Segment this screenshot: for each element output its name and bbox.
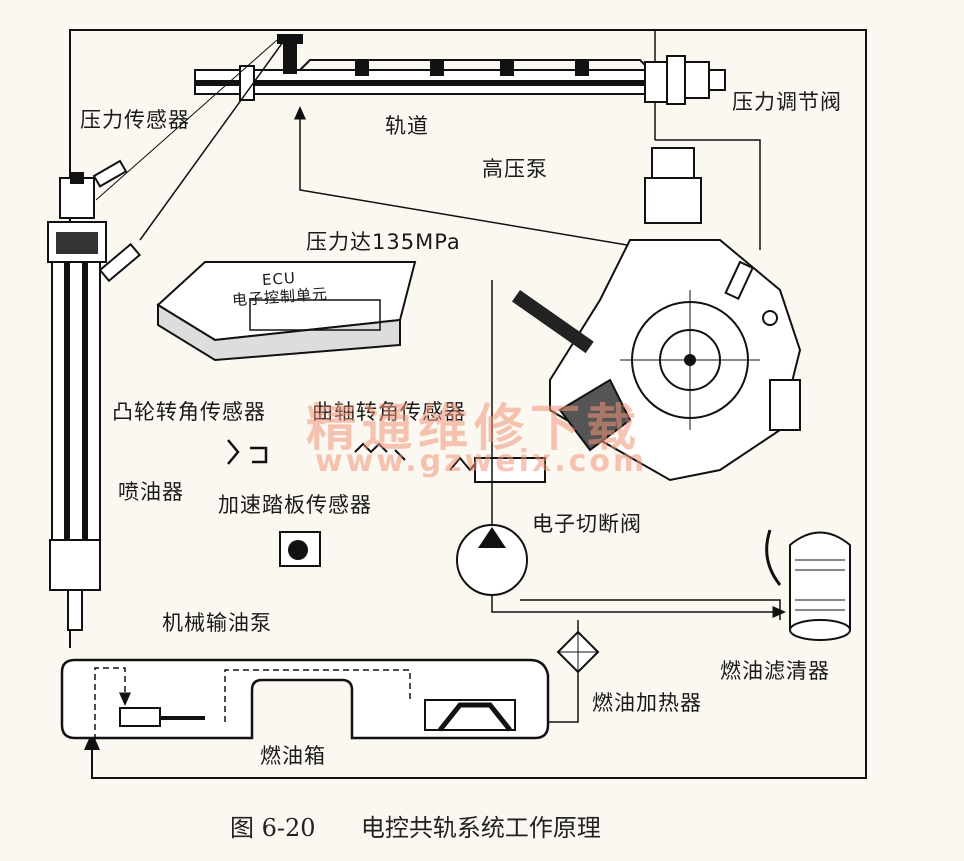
cutoff-valve-body bbox=[474, 457, 546, 483]
rail-to-injector-line bbox=[139, 41, 284, 241]
high-pressure-line bbox=[294, 106, 646, 249]
watermark-text: 精通维修下载 bbox=[306, 399, 642, 457]
fuel-heater-symbol bbox=[556, 630, 600, 674]
sensor-lead bbox=[95, 39, 278, 201]
label-pressure-sensor: 压力传感器 bbox=[80, 108, 190, 132]
filter-to-pump-line bbox=[520, 599, 781, 620]
injector bbox=[47, 159, 142, 631]
label-cam-sensor: 凸轮转角传感器 bbox=[112, 400, 266, 424]
label-fuel-filter: 燃油滤清器 bbox=[720, 659, 830, 683]
pressure-regulator-valve bbox=[644, 55, 726, 105]
mech-pump-symbol bbox=[456, 524, 528, 596]
figure-title: 电控共轨系统工作原理 bbox=[360, 814, 601, 842]
heater-line bbox=[545, 620, 579, 723]
high-pressure-pump bbox=[511, 147, 802, 482]
label-pressure-value: 压力达135MPa bbox=[306, 230, 461, 254]
figure-number: 图 6-20 bbox=[230, 814, 316, 842]
accel-sensor-icon bbox=[279, 531, 321, 567]
label-rail: 轨道 bbox=[385, 114, 429, 138]
label-accel-sensor: 加速踏板传感器 bbox=[218, 493, 372, 517]
watermark-url: www.gzweix.com bbox=[315, 444, 648, 479]
return-line bbox=[69, 29, 867, 779]
label-fuel-heater: 燃油加热器 bbox=[592, 691, 702, 715]
label-cutoff-valve: 电子切断阀 bbox=[532, 512, 642, 536]
label-injector: 喷油器 bbox=[118, 480, 184, 504]
fuel-tank bbox=[60, 658, 550, 740]
label-crank-sensor: 曲轴转角传感器 bbox=[312, 400, 466, 424]
pump-return bbox=[655, 139, 761, 250]
feed-line-filter bbox=[491, 595, 786, 618]
ecu-box bbox=[156, 261, 417, 362]
label-high-pressure-pump: 高压泵 bbox=[482, 157, 548, 181]
label-fuel-tank: 燃油箱 bbox=[260, 744, 326, 768]
fuel-filter bbox=[765, 529, 851, 641]
cam-sensor-icon bbox=[227, 439, 268, 465]
figure-caption: 图 6-20 电控共轨系统工作原理 bbox=[230, 808, 601, 843]
label-pressure-regulator: 压力调节阀 bbox=[732, 90, 842, 114]
rail bbox=[194, 34, 651, 101]
crank-sensor-icon bbox=[354, 442, 406, 461]
label-mech-pump: 机械输油泵 bbox=[162, 611, 272, 635]
